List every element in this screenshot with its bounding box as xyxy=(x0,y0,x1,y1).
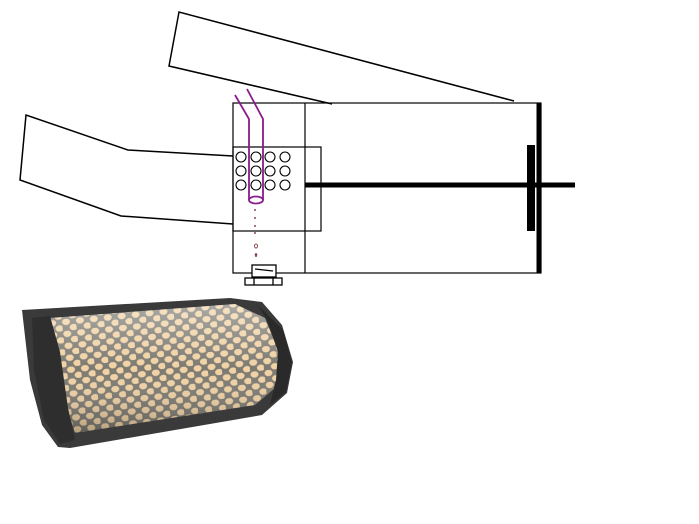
piston-plate xyxy=(527,145,535,231)
inlet-hole xyxy=(235,151,247,163)
inlet-hole xyxy=(250,179,262,191)
inlet-hole xyxy=(235,165,247,177)
inlet-holes xyxy=(235,151,291,191)
inlet-hole xyxy=(279,151,291,163)
top-flap xyxy=(168,11,515,105)
tube xyxy=(234,88,264,205)
inlet-hole xyxy=(250,151,262,163)
inlet-hole xyxy=(264,151,276,163)
inlet-hole xyxy=(264,179,276,191)
piston-rod xyxy=(305,103,575,273)
air-filter-image xyxy=(22,298,293,448)
drip-dots xyxy=(254,209,258,257)
housing xyxy=(232,102,542,274)
left-flap xyxy=(19,113,234,225)
drain-fitting xyxy=(244,264,283,286)
inlet-hole xyxy=(279,179,291,191)
inlet-hole xyxy=(279,165,291,177)
inlet-hole xyxy=(250,165,262,177)
inlet-hole xyxy=(235,179,247,191)
inlet-hole xyxy=(264,165,276,177)
